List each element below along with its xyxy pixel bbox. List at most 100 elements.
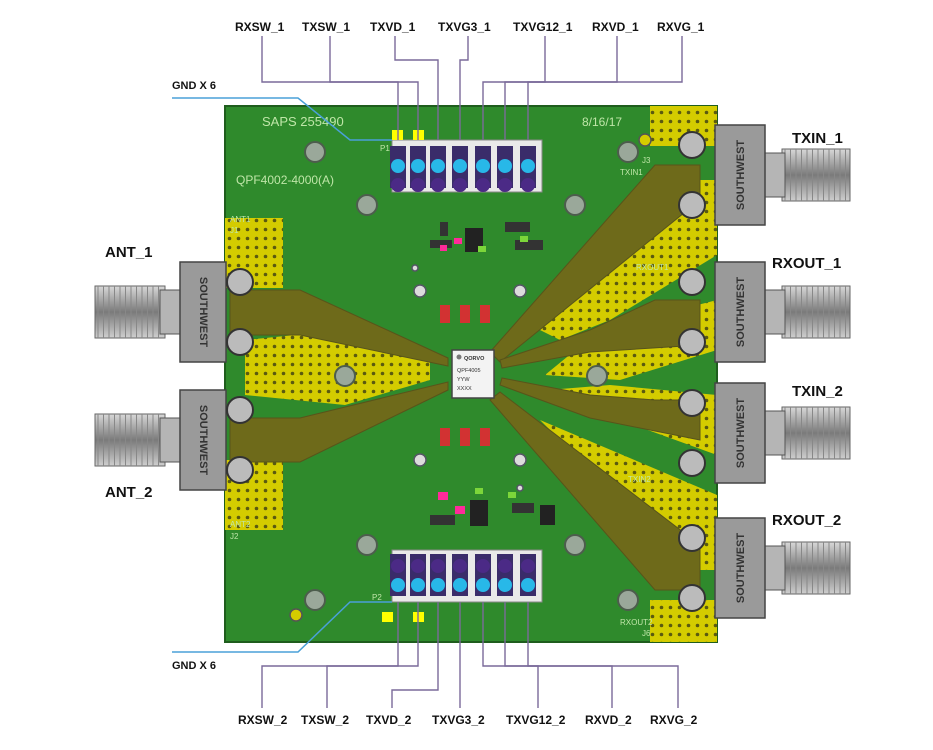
chip-code: YYW	[457, 377, 470, 383]
header-top-pin-cyan	[498, 159, 512, 173]
header-bottom-pin-cyan	[498, 578, 512, 592]
pin-line-top	[459, 36, 469, 140]
header-bottom-pin-cyan	[521, 578, 535, 592]
pin-label-bottom-3: TXVG3_2	[432, 713, 485, 727]
header-bottom-pin-purple	[453, 559, 467, 573]
connector-screw	[226, 268, 254, 296]
connector-brand: SOUTHWEST	[735, 533, 747, 604]
ref-ant1: ANT1	[230, 215, 251, 224]
ref-ant2: ANT2	[230, 520, 251, 529]
header-bottom	[390, 549, 543, 603]
center-chip: QORVO QPF4005 YYW XXXX	[451, 349, 495, 399]
connector-screw	[226, 456, 254, 484]
header-bottom-pin-cyan	[476, 578, 490, 592]
connector-brand: SOUTHWEST	[735, 140, 747, 211]
header-top-pin-cyan	[476, 159, 490, 173]
header-bottom-pin-cyan	[411, 578, 425, 592]
chip-brand: QORVO	[464, 356, 485, 362]
sma-connector-left-ant1: SOUTHWEST	[94, 261, 254, 363]
sma-connector-right-txin1: SOUTHWEST	[678, 124, 851, 226]
sma-connectors: SOUTHWEST SOUTHWEST SOUTHWEST SOUTHWEST SOUT…	[94, 124, 851, 619]
ref-txin2: TXIN2	[628, 475, 651, 484]
gnd-top-line	[172, 97, 392, 141]
board-date: 8/16/17	[582, 115, 622, 129]
pin-callout-lines	[261, 36, 683, 708]
header-top-pin-purple	[391, 178, 405, 192]
pin-line-top	[394, 36, 439, 140]
ref-txin1: TXIN1	[620, 168, 643, 177]
ref-j6: J6	[642, 629, 651, 638]
header-top-pin-purple	[431, 178, 445, 192]
connector-screw	[678, 328, 706, 356]
chip-part: QPF4005	[457, 368, 481, 374]
pin-label-top-6: RXVG_1	[657, 20, 705, 34]
connector-brand: SOUTHWEST	[735, 398, 747, 469]
header-bottom-pin-cyan	[453, 578, 467, 592]
pin-label-bottom-0: RXSW_2	[238, 713, 288, 727]
sma-connector-left-ant2: SOUTHWEST	[94, 389, 254, 491]
pin-line-bottom	[527, 602, 679, 708]
pin-line-top	[527, 36, 683, 140]
pin-label-bottom-5: RXVD_2	[585, 713, 632, 727]
connector-screw	[678, 131, 706, 159]
port-label-ant1: ANT_1	[105, 244, 153, 261]
ref-rxout1: RXOUT1	[636, 263, 669, 272]
connector-brand: SOUTHWEST	[735, 277, 747, 348]
ref-j2: J2	[230, 532, 239, 541]
header-top-pin-cyan	[411, 159, 425, 173]
header-top-pin-purple	[476, 178, 490, 192]
ref-rxout2: RXOUT2	[620, 618, 653, 627]
test-points	[411, 264, 527, 492]
sma-connector-right-txin2: SOUTHWEST	[678, 382, 851, 484]
ref-j3: J3	[642, 156, 651, 165]
header-top-pin-cyan	[521, 159, 535, 173]
connector-screw	[678, 268, 706, 296]
connector-brand: SOUTHWEST	[197, 277, 209, 348]
header-top-pin-cyan	[431, 159, 445, 173]
header-bottom-pin-purple	[431, 559, 445, 573]
sma-connector-right-rxout1: SOUTHWEST	[678, 261, 851, 363]
ref-p2: P2	[372, 593, 382, 602]
connector-screw	[678, 191, 706, 219]
pin-label-top-0: RXSW_1	[235, 20, 285, 34]
gnd-bottom-line	[172, 601, 392, 653]
header-top-pin-cyan	[391, 159, 405, 173]
fiducial-bottom-left	[289, 608, 303, 622]
header-top-pin-purple	[498, 178, 512, 192]
connector-screw	[226, 328, 254, 356]
pin-label-top-3: TXVG3_1	[438, 20, 491, 34]
rf-traces	[229, 164, 701, 591]
gnd-label-top: GND X 6	[172, 80, 217, 92]
header-bottom-pin-cyan	[391, 578, 405, 592]
header-top-pin-cyan	[453, 159, 467, 173]
header-bottom-pin-purple	[476, 559, 490, 573]
header-bottom-pin-purple	[411, 559, 425, 573]
port-label-txin2: TXIN_2	[792, 383, 843, 400]
sma-connector-right-rxout2: SOUTHWEST	[678, 517, 851, 619]
smd-components	[430, 222, 555, 526]
pin-label-bottom-6: RXVG_2	[650, 713, 698, 727]
ref-j1: J1	[230, 226, 239, 235]
pin-label-bottom-1: TXSW_2	[301, 713, 350, 727]
header-bottom-pin-purple	[498, 559, 512, 573]
pin-line-bottom	[391, 602, 439, 708]
board-part-number: SAPS 255490	[262, 114, 344, 129]
mounting-holes	[304, 141, 639, 611]
pin-line-bottom	[326, 602, 419, 708]
chip-lot: XXXX	[457, 386, 472, 392]
port-label-rxout2: RXOUT_2	[772, 512, 842, 529]
port-label-txin1: TXIN_1	[792, 130, 843, 147]
connector-brand: SOUTHWEST	[197, 405, 209, 476]
pin-label-bottom-2: TXVD_2	[366, 713, 412, 727]
header-top	[390, 139, 543, 193]
gnd-marker-bottom-1	[382, 612, 393, 622]
connector-screw	[678, 524, 706, 552]
ref-p1: P1	[380, 144, 390, 153]
fiducial-top-right	[638, 133, 652, 147]
header-top-pin-purple	[411, 178, 425, 192]
pin-label-top-5: RXVD_1	[592, 20, 639, 34]
header-top-pin-purple	[521, 178, 535, 192]
pin-line-top	[329, 36, 419, 140]
connector-screw	[226, 396, 254, 424]
